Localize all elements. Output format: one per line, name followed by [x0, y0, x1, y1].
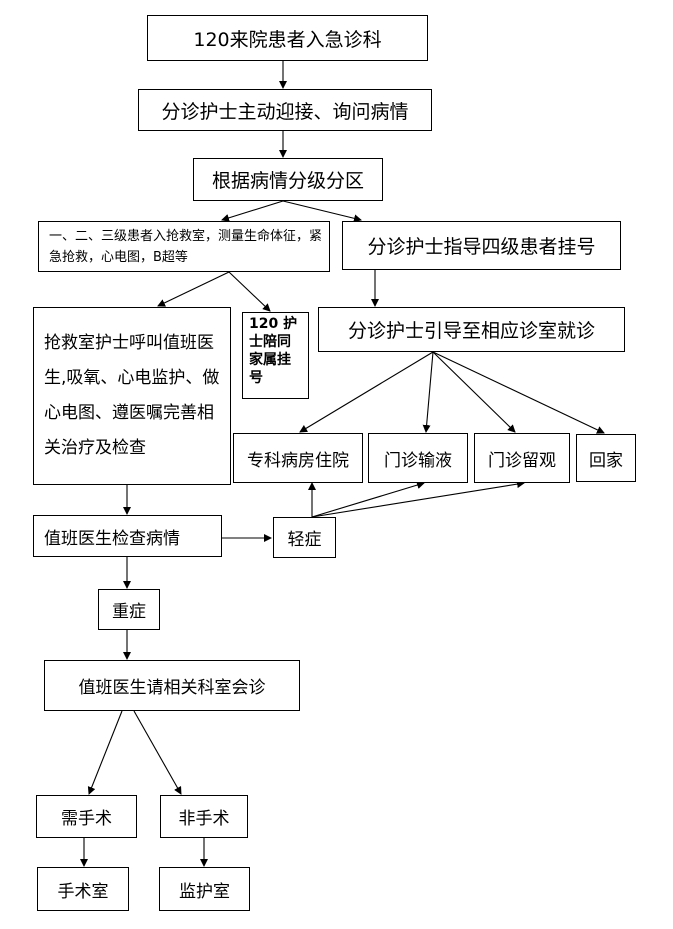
arrow-mild-to-infusion	[311, 481, 425, 518]
arrow-mild-to-observation	[311, 480, 525, 518]
severe-label: 重症	[112, 602, 146, 622]
ward-admission-label: 专科病房住院	[247, 450, 349, 471]
operating-room-label: 手术室	[57, 881, 109, 902]
outpatient-infusion-node: 门诊输液	[368, 433, 468, 483]
doctor-check-label: 值班医生检查病情	[44, 528, 180, 549]
surgery-needed-label: 需手术	[61, 809, 112, 829]
rescue-entry-label: 一、二、三级患者入抢救室，测量生命体征，紧急抢救，心电图，B超等	[49, 228, 323, 265]
start-node-label: 120来院患者入急诊科	[193, 28, 382, 51]
arrow-grading-to-rescue	[221, 200, 284, 222]
level4-register-label: 分诊护士指导四级患者挂号	[367, 236, 596, 258]
escort-register-label: 120 护士陪同家属挂号	[249, 316, 298, 386]
arrow-guide-to-home	[432, 351, 605, 434]
consultation-label: 值班医生请相关科室会诊	[78, 678, 266, 698]
level4-register-node: 分诊护士指导四级患者挂号	[342, 221, 621, 270]
mild-label: 轻症	[287, 530, 322, 550]
icu-node: 监护室	[159, 867, 250, 911]
arrow-consultation-to-nonsurgery	[133, 710, 182, 795]
mild-node: 轻症	[273, 517, 336, 558]
severe-node: 重症	[98, 589, 160, 630]
operating-room-node: 手术室	[37, 867, 129, 911]
triage-receive-label: 分诊护士主动迎接、询问病情	[161, 100, 409, 123]
rescue-entry-node: 一、二、三级患者入抢救室，测量生命体征，紧急抢救，心电图，B超等	[38, 221, 330, 272]
outpatient-observation-label: 门诊留观	[488, 450, 556, 471]
ward-admission-node: 专科病房住院	[233, 433, 363, 483]
outpatient-observation-node: 门诊留观	[474, 433, 570, 483]
rescue-nurse-node: 抢救室护士呼叫值班医生,吸氧、心电监护、做心电图、遵医嘱完善相关治疗及检查	[33, 307, 231, 485]
start-node: 120来院患者入急诊科	[147, 15, 428, 61]
arrow-rescue-to-escort	[228, 271, 271, 312]
guide-clinic-node: 分诊护士引导至相应诊室就诊	[318, 307, 625, 352]
rescue-nurse-label: 抢救室护士呼叫值班医生,吸氧、心电监护、做心电图、遵医嘱完善相关治疗及检查	[44, 333, 220, 458]
arrow-guide-to-ward	[299, 351, 434, 433]
non-surgery-node: 非手术	[160, 795, 248, 838]
grading-label: 根据病情分级分区	[211, 170, 364, 192]
go-home-node: 回家	[576, 434, 636, 482]
non-surgery-label: 非手术	[178, 809, 230, 829]
doctor-check-node: 值班医生检查病情	[33, 515, 222, 557]
triage-receive-node: 分诊护士主动迎接、询问病情	[138, 89, 432, 131]
escort-register-node: 120 护士陪同家属挂号	[242, 312, 309, 399]
icu-label: 监护室	[179, 881, 230, 902]
arrow-grading-to-level4	[282, 200, 362, 223]
grading-node: 根据病情分级分区	[193, 158, 383, 201]
consultation-node: 值班医生请相关科室会诊	[44, 660, 300, 711]
guide-clinic-label: 分诊护士引导至相应诊室就诊	[347, 320, 595, 342]
arrow-guide-to-observation	[432, 351, 516, 433]
go-home-label: 回家	[589, 450, 623, 471]
arrow-rescue-to-rescuenurse	[157, 271, 230, 307]
arrow-consultation-to-surgery	[87, 710, 123, 795]
outpatient-infusion-label: 门诊输液	[384, 450, 452, 471]
surgery-needed-node: 需手术	[36, 795, 137, 838]
arrow-guide-to-infusion	[422, 351, 434, 433]
